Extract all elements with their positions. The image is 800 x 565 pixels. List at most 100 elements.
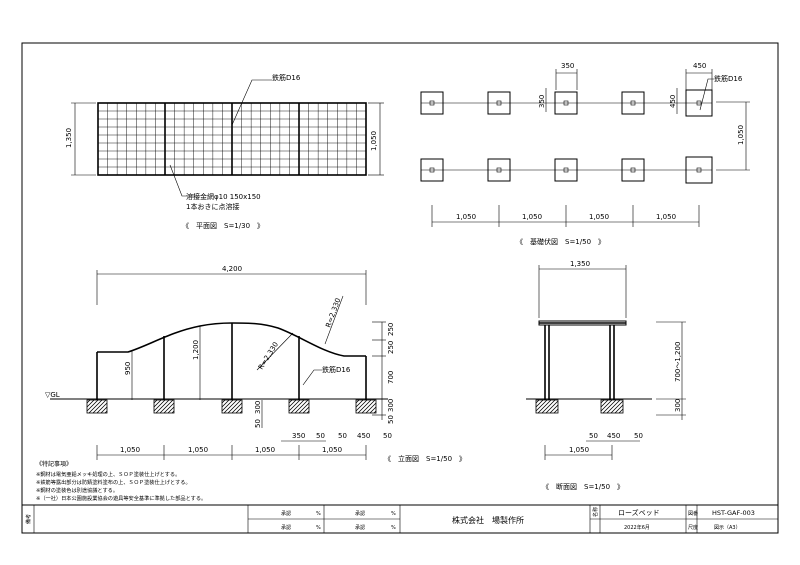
section-footings: [535, 399, 624, 414]
title-block: 備考 承認 % 承認 % 承認 % 承認 % 株式会社 場製作所 名称 ローズベ…: [21, 504, 779, 534]
footing-block: [535, 399, 559, 414]
section-small-dim-3: 50: [634, 432, 643, 440]
hatch-line: [369, 406, 377, 414]
drawing-scale: 図示（A3）: [714, 525, 741, 531]
plan-mesh-label-1: 溶接金網φ10 150x150: [186, 192, 261, 201]
hatch-line: [288, 399, 297, 408]
scale-label: 尺度: [688, 524, 698, 531]
hatch-line: [221, 399, 234, 412]
drawing-date: 2022年6月: [624, 524, 650, 531]
elevation-small-dim-50: 50: [254, 419, 262, 428]
hatch-line: [100, 406, 108, 414]
foundation-bottom-dim-2: 1,050: [522, 213, 542, 221]
approval-percent-1: %: [316, 511, 321, 517]
section-dim-bottom: 1,050: [569, 446, 589, 454]
approval-cell-4: 承認: [355, 524, 365, 531]
hatch-line: [153, 399, 162, 408]
approval-cell-3: 承認: [281, 524, 291, 531]
hatch-line: [535, 399, 548, 412]
hatch-line: [361, 399, 376, 414]
title-side-label: 備考: [25, 514, 32, 524]
elevation-rebar-label: 鉄筋D16: [322, 365, 351, 374]
elevation-caption: 《 立面図 S=1/50 》: [384, 454, 466, 463]
hatch-line: [355, 399, 368, 412]
elevation-radius-1: R=2,330: [257, 341, 280, 371]
approval-percent-2: %: [391, 511, 396, 517]
foundation-bottom-dim-4: 1,050: [656, 213, 676, 221]
approval-cell-2: 承認: [355, 510, 365, 517]
company-name: 株式会社 場製作所: [452, 515, 524, 525]
hatch-line: [553, 408, 559, 414]
notes-title: 《特記事項》: [36, 460, 72, 468]
elevation-right-dim-3: 700: [387, 371, 395, 384]
hatch-line: [155, 399, 170, 414]
hatch-line: [373, 410, 377, 414]
hatch-line: [614, 404, 624, 414]
hatch-line: [86, 399, 91, 404]
hatch-line: [153, 399, 166, 412]
elevation-right-dim-1: 250: [387, 323, 395, 336]
notes-block: 《特記事項》 ※鋼材は電気亜鉛メッキ処理の上、ＳＯＰ塗装仕上げとする。 ※鉄筋等…: [36, 460, 206, 502]
foundation-view: 350 450 350 450 鉄筋D16 1,050 1,050 1,050 …: [420, 62, 750, 246]
approval-percent-3: %: [316, 525, 321, 531]
product-name: ローズベッド: [618, 508, 660, 517]
elevation-bottom-dim-4: 1,050: [322, 446, 342, 454]
hatch-line: [606, 399, 621, 414]
section-dim-top: 1,350: [570, 260, 590, 268]
footing-block: [600, 399, 624, 414]
hatch-line: [355, 399, 360, 404]
elevation-dim-total: 4,200: [222, 265, 242, 273]
hatch-line: [239, 410, 243, 414]
hatch-line: [610, 400, 624, 414]
hatch-line: [221, 399, 230, 408]
hatch-line: [365, 402, 377, 414]
hatch-line: [171, 410, 175, 414]
elevation-right-dim-4: 300: [387, 399, 395, 412]
hatch-line: [86, 399, 95, 408]
note-line-3: ※鋼材の塗装色は別途協議とする。: [36, 486, 118, 494]
elevation-small-dim-c: 50: [338, 432, 347, 440]
foundation-dim-left-small: 350: [538, 95, 546, 108]
hatch-line: [104, 410, 108, 414]
hatch-line: [549, 404, 559, 414]
hatch-line: [537, 399, 552, 414]
hatch-line: [290, 399, 305, 414]
plan-dim-left: 1,350: [65, 128, 73, 148]
section-small-dim-1: 50: [589, 432, 598, 440]
section-small-dim-2: 450: [607, 432, 620, 440]
hatch-line: [163, 402, 175, 414]
elevation-small-dim-d: 450: [357, 432, 370, 440]
elevation-radius-2: R=2,330: [324, 297, 342, 329]
approval-percent-4: %: [391, 525, 396, 531]
note-line-1: ※鋼材は電気亜鉛メッキ処理の上、ＳＯＰ塗装仕上げとする。: [36, 470, 180, 478]
approval-cell-1: 承認: [281, 510, 291, 517]
hatch-line: [86, 399, 99, 412]
foundation-bottom-dim-3: 1,050: [589, 213, 609, 221]
foundation-dim-top-right: 450: [693, 62, 706, 70]
hatch-line: [357, 399, 372, 414]
hatch-line: [294, 399, 309, 414]
hatch-line: [618, 408, 624, 414]
elevation-bottom-dim-2: 1,050: [188, 446, 208, 454]
hatch-line: [355, 399, 364, 408]
foundation-dim-right-small: 450: [669, 95, 677, 108]
hatch-line: [227, 399, 242, 414]
hatch-line: [535, 399, 544, 408]
elevation-bottom-dim-1: 1,050: [120, 446, 140, 454]
elevation-footings: [86, 399, 377, 414]
hatch-line: [602, 399, 617, 414]
elevation-view: 4,200 950 1,200 R=2,330 R=2,330 鉄筋D16 ▽G…: [45, 265, 466, 463]
name-label: 名称: [592, 507, 599, 517]
hatch-line: [288, 399, 301, 412]
plan-dim-right: 1,050: [370, 131, 378, 151]
hatch-line: [306, 410, 310, 414]
hatch-line: [288, 399, 293, 404]
elevation-small-dim-300: 300: [254, 401, 262, 414]
hatch-line: [96, 402, 108, 414]
elevation-height-950: 950: [124, 362, 132, 375]
elevation-right-dim-2: 250: [387, 341, 395, 354]
section-caption: 《 断面図 S=1/50 》: [542, 482, 624, 491]
foundation-dim-top: 350: [561, 62, 574, 70]
hatch-line: [235, 406, 243, 414]
